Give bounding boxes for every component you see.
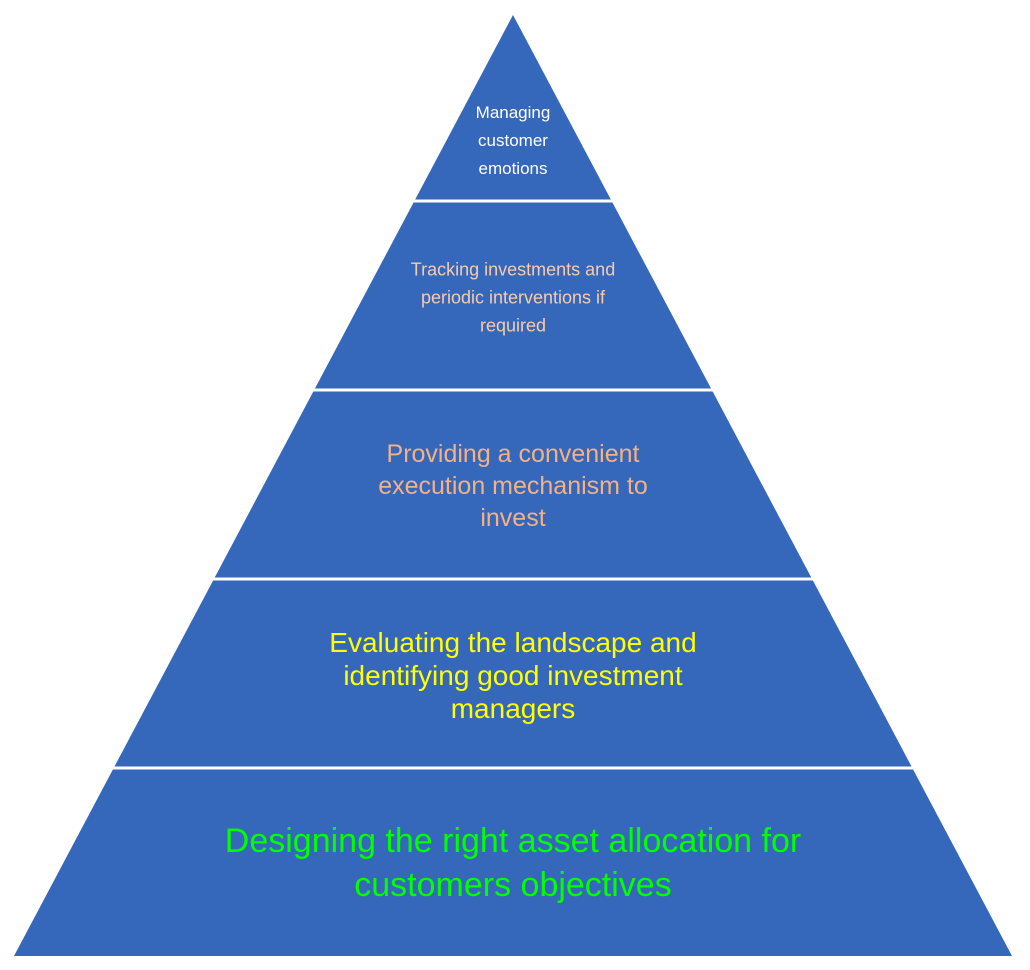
pyramid-level-label-line: identifying good investment [343, 660, 683, 691]
pyramid-level-label-line: Managing [476, 103, 551, 122]
pyramid-level-label-line: managers [451, 693, 576, 724]
pyramid-level-convenient-execution: Providing a convenient execution mechanis… [214, 391, 812, 578]
pyramid-level-label-line: emotions [479, 159, 548, 178]
pyramid-level-tracking-investments: Tracking investments and periodic interve… [314, 202, 712, 389]
pyramid-level-shape [14, 769, 1012, 956]
pyramid-level-label-line: periodic interventions if [421, 287, 606, 307]
pyramid-level-label-line: required [480, 315, 546, 335]
pyramid-level-label-line: Evaluating the landscape and [329, 627, 696, 658]
pyramid-level-shape [114, 580, 912, 767]
pyramid-level-evaluating-landscape: Evaluating the landscape andidentifying … [114, 580, 912, 767]
pyramid-level-shape [214, 391, 812, 578]
pyramid-level-asset-allocation: Designing the right asset allocation for… [14, 769, 1012, 956]
pyramid-level-shape [415, 15, 611, 200]
pyramid-level-label-line: Designing the right asset allocation for [225, 822, 801, 860]
pyramid-level-label-line: Tracking investments and [411, 259, 615, 279]
pyramid-level-shape [314, 202, 712, 389]
pyramid-level-label-line: Providing a convenient [387, 440, 640, 468]
pyramid-level-label-line: customer [478, 131, 548, 150]
pyramid-level-managing-customer-emotions: Managing customer emotions [415, 15, 611, 200]
pyramid-level-label-line: execution mechanism to [378, 472, 648, 500]
pyramid-level-label-line: invest [480, 504, 545, 532]
pyramid-level-label-line: customers objectives [354, 866, 671, 904]
